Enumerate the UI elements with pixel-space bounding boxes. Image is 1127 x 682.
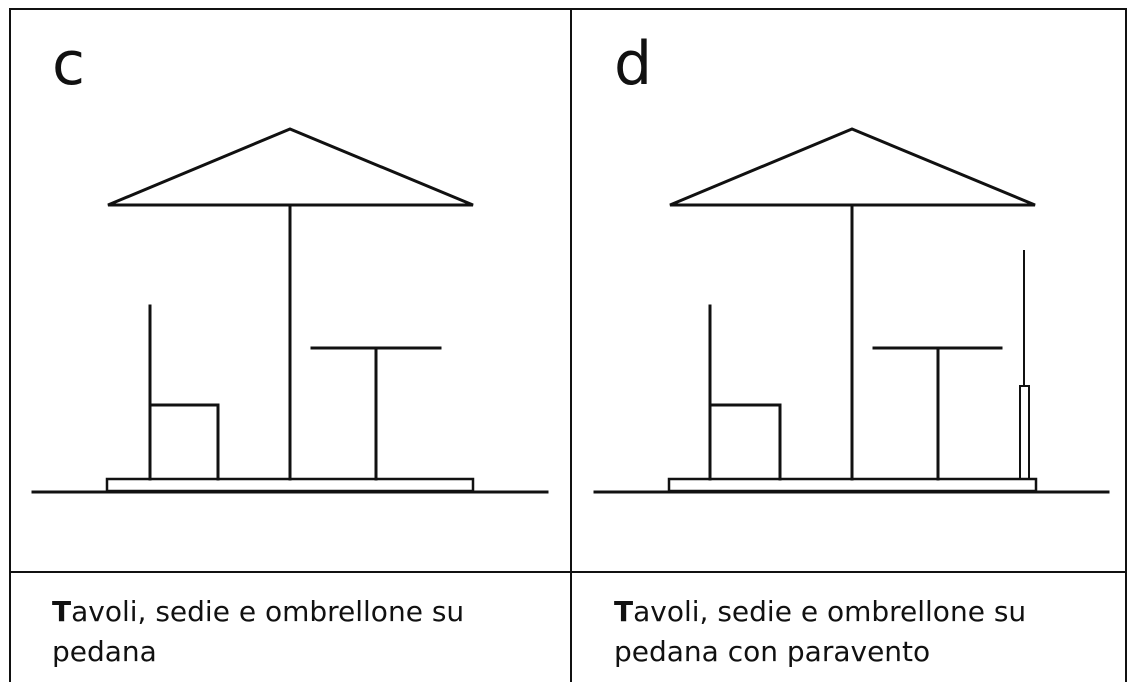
chair-seat: [148, 403, 220, 481]
panel-divider-vertical: [570, 8, 572, 682]
caption-divider-horizontal: [9, 571, 1127, 573]
panel-c-drawing: [31, 127, 549, 494]
caption-initial: T: [52, 595, 72, 628]
platform: [667, 477, 1038, 493]
figure-frame: [9, 8, 1127, 682]
caption-text: avoli, sedie e ombrellone su pedana: [52, 595, 465, 668]
panel-d-drawing: [593, 127, 1110, 494]
panel-c-letter: c: [52, 29, 85, 99]
panel-c-caption: Tavoli, sedie e ombrellone su pedana: [52, 592, 532, 672]
windscreen-panel: [1019, 385, 1030, 480]
umbrella-canopy: [107, 127, 474, 207]
chair-seat: [708, 403, 782, 481]
platform: [105, 477, 475, 493]
umbrella-canopy: [669, 127, 1036, 207]
panel-d-letter: d: [614, 29, 653, 99]
caption-initial: T: [614, 595, 634, 628]
panel-d-caption: Tavoli, sedie e ombrellone su pedana con…: [614, 592, 1094, 672]
caption-text: avoli, sedie e ombrellone su pedana con …: [614, 595, 1027, 668]
